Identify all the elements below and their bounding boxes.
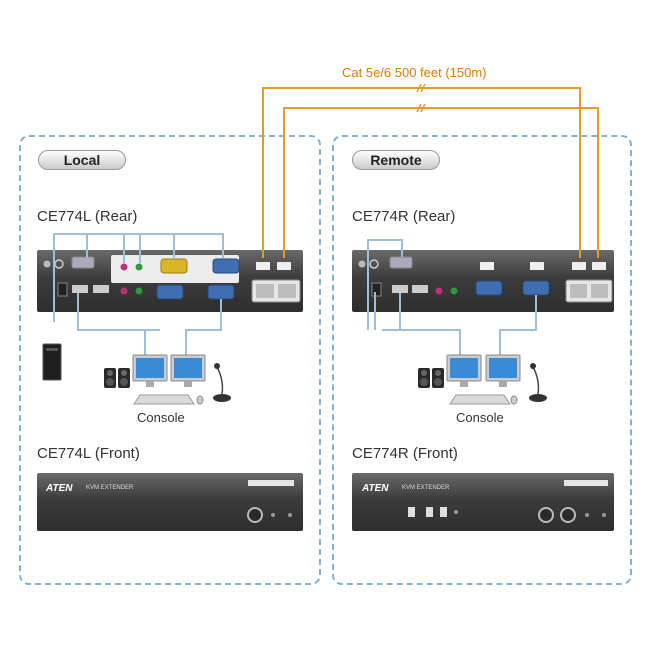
local-console-devices bbox=[42, 343, 231, 405]
local-front-details bbox=[247, 480, 294, 523]
local-front-brand: ATEN bbox=[46, 483, 73, 494]
remote-front-title: CE774R (Front) bbox=[352, 445, 458, 462]
cable-label: Cat 5e/6 500 feet (150m) bbox=[342, 65, 487, 80]
remote-front-product-line: KVM EXTENDER bbox=[402, 485, 450, 491]
local-badge: Local bbox=[38, 150, 126, 170]
local-rear-title: CE774L (Rear) bbox=[37, 208, 138, 225]
remote-rear-title: CE774R (Rear) bbox=[352, 208, 456, 225]
local-link-lines bbox=[53, 233, 224, 355]
remote-badge: Remote bbox=[352, 150, 440, 170]
remote-panel bbox=[332, 135, 632, 585]
remote-front-brand: ATEN bbox=[362, 483, 389, 494]
remote-console-label: Console bbox=[456, 410, 504, 425]
local-front-title: CE774L (Front) bbox=[37, 445, 140, 462]
remote-rear-details bbox=[358, 256, 613, 303]
remote-console-devices bbox=[418, 354, 547, 405]
cat5-cables bbox=[262, 87, 599, 258]
remote-link-lines bbox=[367, 239, 537, 355]
cable-break-marks bbox=[416, 83, 426, 113]
remote-front-details bbox=[408, 480, 608, 523]
local-panel bbox=[19, 135, 321, 585]
local-console-label: Console bbox=[137, 410, 185, 425]
local-front-product-line: KVM EXTENDER bbox=[86, 485, 134, 491]
local-rear-details bbox=[43, 255, 301, 303]
